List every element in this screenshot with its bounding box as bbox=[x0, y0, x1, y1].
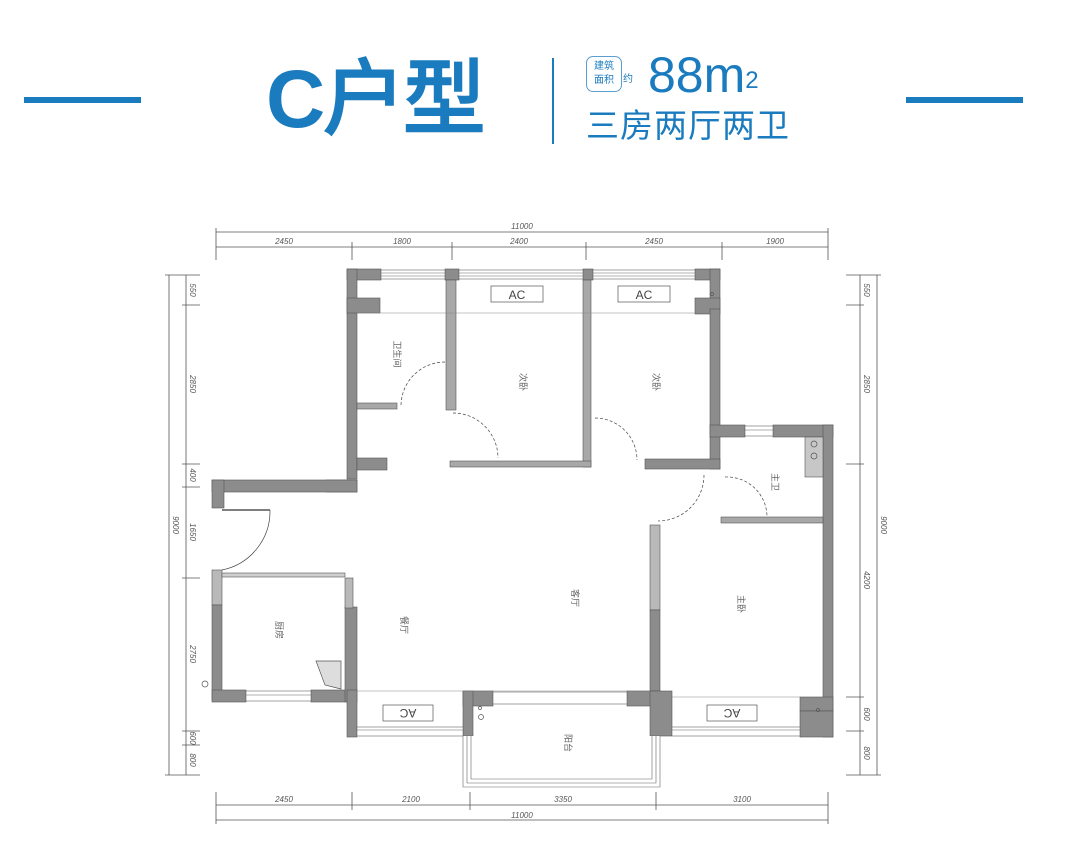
badge-line1: 建筑 bbox=[594, 61, 614, 72]
dim-right-2: 2850 bbox=[862, 374, 871, 393]
area-value: 88m2 bbox=[648, 46, 759, 104]
layout-subtitle: 三房两厅两卫 bbox=[586, 106, 790, 145]
approx-label: 约 bbox=[623, 74, 633, 85]
dim-bottom-2: 2100 bbox=[401, 795, 420, 804]
dim-bottom-3: 3350 bbox=[554, 795, 572, 804]
decorative-line-right bbox=[906, 97, 1023, 103]
dim-right-1: 550 bbox=[862, 283, 871, 297]
dim-right-4: 600 bbox=[862, 707, 871, 721]
ac-units: AC AC AC AC bbox=[382, 285, 758, 722]
dim-left-5: 2750 bbox=[188, 644, 197, 663]
room-bedroom2a: 次卧 bbox=[517, 373, 529, 391]
walls bbox=[211, 268, 834, 738]
dim-left-total: 9000 bbox=[171, 516, 180, 534]
dim-left-3: 400 bbox=[188, 468, 197, 482]
badge-line2: 面积 bbox=[594, 75, 614, 86]
dim-top-total: 11000 bbox=[511, 222, 533, 231]
dimension-labels: 11000 2450 1800 2400 2450 1900 2450 2100… bbox=[171, 222, 888, 820]
dim-left-4: 1650 bbox=[188, 523, 197, 541]
dim-left-1: 550 bbox=[188, 283, 197, 297]
room-bedroom2b: 次卧 bbox=[650, 373, 662, 391]
title-divider bbox=[552, 58, 554, 144]
area-badge: 建筑 面积 bbox=[586, 56, 622, 92]
room-balcony: 阳台 bbox=[562, 734, 574, 752]
dim-right-5: 800 bbox=[862, 746, 871, 760]
dim-top-1: 2450 bbox=[274, 237, 293, 246]
room-bath2: 卫生间 bbox=[391, 340, 403, 367]
decorative-line-left bbox=[24, 97, 141, 103]
dim-left-7: 800 bbox=[188, 753, 197, 767]
unit-type-title: C户型 bbox=[266, 54, 485, 145]
dim-top-2: 1800 bbox=[393, 237, 411, 246]
dim-top-5: 1900 bbox=[766, 237, 784, 246]
area-unit: 2 bbox=[745, 67, 759, 94]
dimension-lines bbox=[165, 228, 881, 824]
room-master-bath: 主卫 bbox=[769, 473, 781, 491]
room-dining: 餐厅 bbox=[398, 616, 410, 634]
dim-right-3: 4200 bbox=[862, 571, 871, 589]
dim-right-total: 9000 bbox=[879, 516, 888, 534]
ac-label-1: AC bbox=[509, 288, 526, 302]
area-number: 88m bbox=[648, 47, 746, 103]
room-living: 客厅 bbox=[569, 589, 581, 607]
dim-top-4: 2450 bbox=[644, 237, 663, 246]
room-master-bed: 主卧 bbox=[735, 595, 747, 613]
ac-label-3: AC bbox=[399, 706, 416, 720]
dim-bottom-1: 2450 bbox=[274, 795, 293, 804]
ac-label-2: AC bbox=[636, 288, 653, 302]
dim-left-2: 2850 bbox=[188, 374, 197, 393]
dim-bottom-4: 3100 bbox=[733, 795, 751, 804]
doors bbox=[400, 361, 768, 522]
dim-left-6: 600 bbox=[188, 731, 197, 745]
dim-bottom-total: 11000 bbox=[511, 811, 533, 820]
room-labels: 卫生间 次卧 次卧 主卫 主卧 厨房 餐厅 客厅 阳台 bbox=[273, 340, 781, 752]
room-kitchen: 厨房 bbox=[273, 621, 285, 639]
ac-label-4: AC bbox=[723, 706, 740, 720]
dim-top-3: 2400 bbox=[509, 237, 528, 246]
entry-door bbox=[221, 509, 271, 571]
inner-lines bbox=[357, 312, 800, 698]
fixtures bbox=[201, 292, 820, 720]
windows bbox=[245, 269, 801, 788]
